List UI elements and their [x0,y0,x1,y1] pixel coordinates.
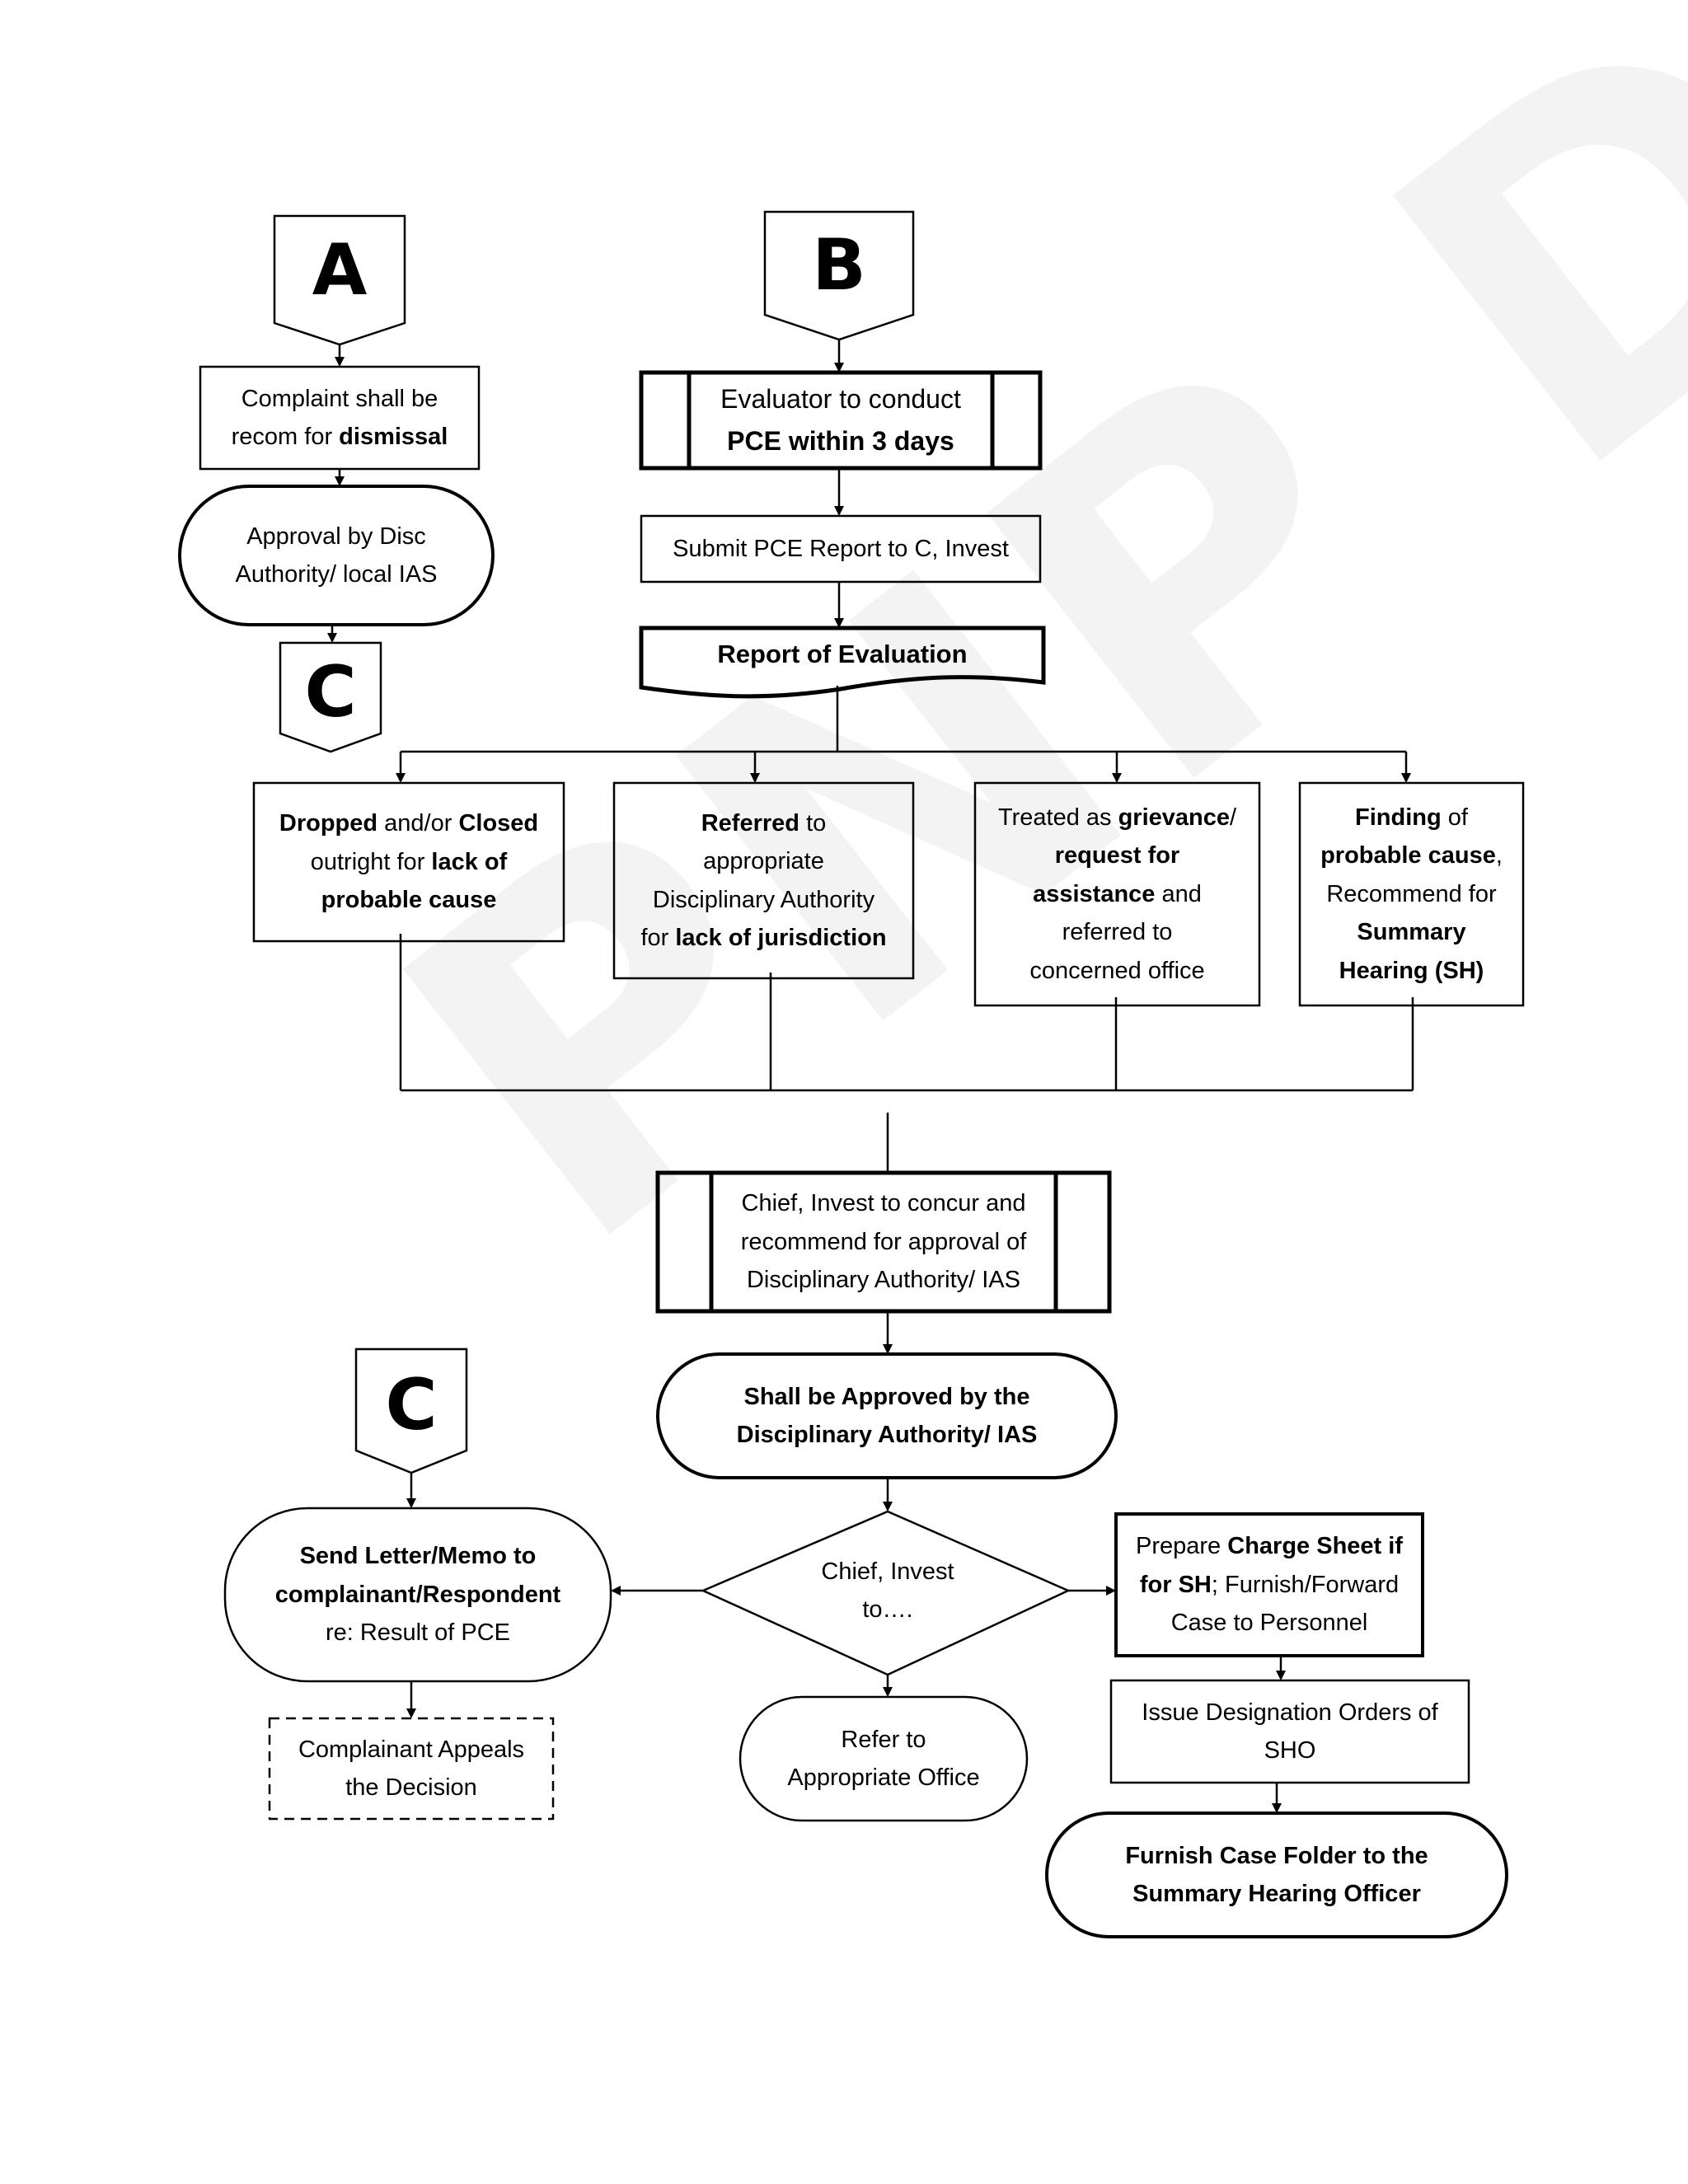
chief-concur-process-box [655,1170,1112,1314]
dropped-box [252,781,565,943]
evaluator-text: Evaluator to conduct PCE within 3 days [720,383,961,456]
finding-box [1298,781,1525,1007]
charge-sheet-box [1114,1512,1424,1657]
approval-disc-text: Approval by Disc Authority/ local IAS [235,523,438,588]
furnish-folder-terminator [1045,1811,1508,1938]
complaint-recom-text: Complaint shall be recom for dismissal [231,385,448,450]
charge-sheet-text: Prepare Charge Sheet if for SH; Furnish/… [1136,1533,1403,1637]
issue-orders-text: Issue Designation Orders of SHO [1142,1699,1438,1764]
treated-text: Treated as grievance/ request for assist… [997,804,1237,984]
connector-b-label: B [812,224,866,307]
dropped-text: Dropped and/or Closed outright for lack … [279,810,539,914]
appeal-text: Complainant Appeals the Decision [298,1736,525,1801]
issue-orders-box [1109,1679,1470,1784]
send-letter-text: Send Letter/Memo to complainant/Responde… [274,1543,561,1647]
connector-c2-shape [354,1347,468,1474]
referred-text: Referred to appropriate Disciplinary Aut… [640,809,887,951]
refer-office-terminator [738,1695,1029,1822]
approval-disc-terminator [178,485,495,626]
connector-lines [327,340,1414,1813]
finding-text: Finding of probable cause, Recommend for… [1320,804,1503,984]
connector-c1-shape [279,641,382,753]
submit-pce-box [640,514,1042,583]
submit-pce-text: Submit PCE Report to C, Invest [673,535,1009,562]
shall-approved-text: Shall be Approved by the Disciplinary Au… [736,1383,1038,1448]
referred-box [612,781,915,980]
report-evaluation-document [639,626,1046,699]
connector-b-shape [763,210,915,341]
report-evaluation-text: Report of Evaluation [717,640,968,669]
connector-c2-label: C [385,1364,438,1446]
connector-a-shape [273,214,406,346]
furnish-folder-text: Furnish Case Folder to the Summary Heari… [1125,1842,1428,1907]
chief-decision-text: Chief, Invest to…. [821,1558,954,1623]
appeal-box [268,1717,555,1821]
treated-box [973,781,1261,1007]
connector-c1-label: C [304,651,357,733]
connector-a-label: A [312,229,368,312]
evaluator-process-box [639,370,1043,471]
refer-office-text: Refer to Appropriate Office [787,1726,980,1791]
chief-concur-text: Chief, Invest to concur and recommend fo… [740,1190,1027,1294]
